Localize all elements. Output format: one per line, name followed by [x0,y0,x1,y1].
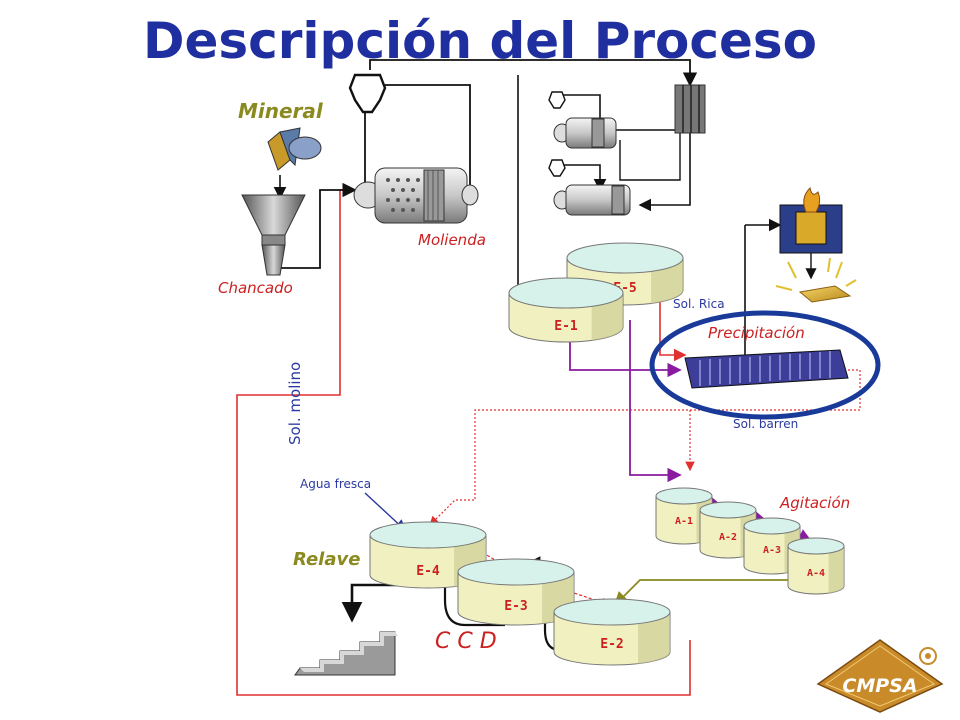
tank-label-a2: A-2 [719,532,737,543]
crusher-to-mill-pipe [270,182,357,269]
tank-top [508,277,624,309]
tank-e1: E-1 [508,277,624,343]
cmpsa-logo: CMPSA [816,639,944,713]
e5-to-agitation-pipe [629,320,682,483]
regrind-mill-upper-icon [548,91,617,149]
mill-to-cyclone-pipe [385,84,471,195]
mineral-ore-icon [267,127,322,171]
tank-label-e2: E-2 [600,637,623,652]
precipitacion-label: Precipitación [708,324,805,342]
ball-mill-icon [353,167,479,224]
tank-shade [828,546,845,594]
sol-barren-pipe [429,369,861,526]
tank-a4: A-4 [787,537,845,595]
tank-top [655,487,713,505]
tank-top [457,558,575,586]
tank-label-a1: A-1 [675,516,693,527]
tank-top [743,517,801,535]
cyclone-overflow-pipe [369,59,698,87]
tank-label-e4: E-4 [416,564,440,579]
precipitation-filter-icon [684,349,849,389]
sol-rica-label: Sol. Rica [673,297,725,311]
regrind-loop-pipe [619,130,681,181]
tank-e2: E-2 [553,598,671,666]
furnace-icon [779,186,843,254]
logo-text: CMPSA [842,675,917,697]
agua-fresca-label: Agua fresca [300,477,371,491]
sol-molino-label: Sol. molino [286,362,304,445]
regrind-lower-pipe [560,164,607,192]
tank-a3: A-3 [743,517,801,575]
tanks-layer: E-5E-1A-1A-2A-3A-4E-4E-3E-2 [369,242,845,666]
tank-shade [638,612,671,664]
tank-top [553,598,671,626]
tank-label-a4: A-4 [807,568,825,579]
regrind-mill-lower-icon [548,159,631,216]
regrind-feed-pipe [517,75,555,301]
relave-pipe [341,583,405,623]
tank-e3: E-3 [457,558,575,626]
tailings-dam-icon [294,631,398,676]
tank-label-e3: E-3 [504,599,527,614]
tank-label-a3: A-3 [763,545,781,556]
ccd-label: C C D [435,629,497,654]
tank-top [566,242,684,274]
tank-top [369,521,487,549]
tank-label-e1: E-1 [554,319,578,334]
gold-bar-icon [775,257,857,303]
molienda-label: Molienda [418,231,486,249]
sol-rica-pipe [659,295,687,362]
agitacion-label: Agitación [779,494,850,512]
cyclone-icon [348,73,387,114]
page-title: Descripción del Proceso [143,12,817,70]
sol-barren-label: Sol. barren [733,417,798,431]
chancado-label: Chancado [218,279,293,297]
crusher-icon [241,194,306,276]
filter-press-icon [674,84,706,134]
tank-top [787,537,845,555]
tank-top [699,501,757,519]
agitation-to-e2-pipe [613,579,790,607]
e1-to-precip-pipe [569,330,682,378]
relave-label: Relave [293,549,360,570]
precipitation-highlight-ring [649,310,881,420]
regrind-return-pipe [610,129,691,212]
mineral-label: Mineral [238,99,324,123]
